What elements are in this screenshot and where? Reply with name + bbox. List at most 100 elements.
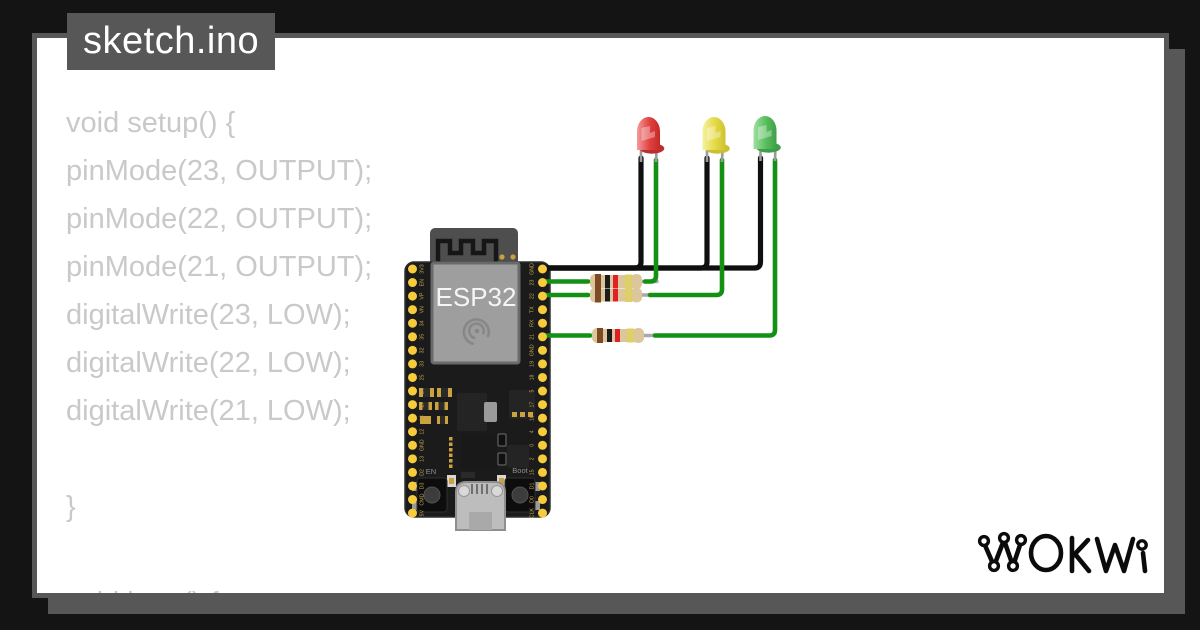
resistor-3[interactable] (592, 328, 644, 343)
pin-left-CMD[interactable] (408, 495, 417, 505)
file-tab-label: sketch.ino (83, 20, 260, 62)
pin-right-0[interactable] (538, 440, 547, 450)
code-line: pinMode(23, OUTPUT); (66, 155, 373, 187)
red-led-highlight (641, 126, 655, 141)
pin-label-21: 21 (529, 334, 535, 340)
pin-left-27[interactable] (408, 400, 417, 410)
pin-label-D3: D3 (419, 483, 425, 490)
pin-left-GND[interactable] (408, 440, 417, 450)
pin-label-VN: VN (419, 306, 425, 314)
resistor-1[interactable] (590, 274, 642, 289)
antenna-pad (499, 254, 505, 260)
code-line: digitalWrite(21, LOW); (66, 395, 351, 427)
pin-left-D3[interactable] (408, 481, 417, 491)
red-led-body (637, 117, 660, 150)
pin-label-25: 25 (419, 374, 425, 380)
yellow-led-highlight (707, 126, 721, 141)
pin-left-14[interactable] (408, 413, 417, 423)
pin-label-17: 17 (529, 402, 535, 408)
code-line: digitalWrite(23, LOW); (66, 299, 351, 331)
file-tab[interactable]: sketch.ino (67, 13, 276, 70)
pin-right-5[interactable] (538, 386, 547, 396)
logo-o (1028, 533, 1064, 573)
pin-left-3V3[interactable] (408, 264, 417, 274)
logo-w2 (1094, 536, 1136, 574)
wire-gnd-to-red-cathode[interactable] (543, 155, 644, 271)
pin-right-23[interactable] (538, 278, 547, 288)
pin-left-26[interactable] (408, 386, 417, 396)
green-led-body (753, 116, 777, 149)
pin-right-GND[interactable] (538, 345, 547, 355)
pin-left-32[interactable] (408, 345, 417, 355)
pin-left-13[interactable] (408, 454, 417, 464)
pin-label-22: 22 (529, 293, 535, 299)
pin-label-TX: TX (529, 306, 535, 313)
pin-right-D0[interactable] (538, 495, 547, 505)
resistor-2[interactable] (590, 287, 642, 303)
wires (543, 155, 778, 338)
pin-right-15[interactable] (538, 467, 547, 477)
wire-gnd-to-green-cathode[interactable] (543, 155, 764, 271)
pin-left-D2[interactable] (408, 467, 417, 477)
pin-right-19[interactable] (538, 359, 547, 369)
usb-connector (455, 481, 506, 531)
wire-resistor1-to-red-anode[interactable] (642, 157, 659, 284)
pin-label-19: 19 (529, 361, 535, 367)
pin-right-2[interactable] (538, 454, 547, 464)
green-led[interactable] (753, 116, 781, 162)
pin-label-35: 35 (419, 334, 425, 340)
esp32-label: ESP32 (436, 282, 517, 312)
code-snippet: void setup() {pinMode(23, OUTPUT);pinMod… (66, 99, 373, 593)
pin-label-13: 13 (419, 456, 425, 462)
pin-right-GND[interactable] (538, 264, 547, 274)
wire-resistor3-to-green-anode[interactable] (652, 157, 778, 338)
pin-label-26: 26 (419, 388, 425, 394)
en-button[interactable] (412, 477, 448, 513)
pin-right-22[interactable] (538, 291, 547, 301)
logo-k (1069, 535, 1092, 574)
pin-headers: 3V3ENVPVN343532332526271412GND13D2D3CMD5… (408, 263, 547, 518)
espressif-logo-icon (462, 318, 490, 346)
pin-label-5V: 5V (419, 509, 425, 516)
pin-label-GND: GND (529, 344, 535, 356)
pin-left-25[interactable] (408, 372, 417, 382)
esp32-board[interactable]: ESP32 (404, 228, 551, 531)
logo-i (1140, 550, 1148, 574)
pin-label-CLK: CLK (529, 507, 535, 518)
rf-shield (430, 261, 521, 365)
yellow-led[interactable] (702, 117, 730, 163)
pin-right-RX[interactable] (538, 318, 547, 328)
wire-resistor2-to-yellow-anode[interactable] (647, 157, 725, 298)
pin-left-5V[interactable] (408, 508, 417, 518)
pin-right-18[interactable] (538, 372, 547, 382)
pin-right-21[interactable] (538, 332, 547, 342)
pin-left-VP[interactable] (408, 291, 417, 301)
pin-right-17[interactable] (538, 400, 547, 410)
pin-left-12[interactable] (408, 427, 417, 437)
pin-left-34[interactable] (408, 318, 417, 328)
pin-left-35[interactable] (408, 332, 417, 342)
pin-right-16[interactable] (538, 413, 547, 423)
pin-left-EN[interactable] (408, 278, 417, 288)
wokwi-logo: WOKWI (977, 531, 1148, 574)
pin-label-14: 14 (419, 415, 425, 421)
pin-label-16: 16 (529, 415, 535, 421)
pin-label-18: 18 (529, 374, 535, 380)
pin-label-D2: D2 (419, 469, 425, 476)
pin-label-33: 33 (419, 361, 425, 367)
usb-uart-chip (461, 433, 497, 468)
red-led[interactable] (637, 117, 665, 163)
pin-left-33[interactable] (408, 359, 417, 369)
pin-right-CLK[interactable] (538, 508, 547, 518)
pin-label-RX: RX (529, 319, 535, 327)
code-line: pinMode(22, OUTPUT); (66, 203, 373, 235)
pin-label-GND: GND (419, 439, 425, 451)
boot-button[interactable] (504, 477, 540, 513)
pin-left-VN[interactable] (408, 305, 417, 315)
wire-gnd-to-yellow-cathode[interactable] (543, 155, 710, 271)
pin-right-4[interactable] (538, 427, 547, 437)
resistors (590, 274, 644, 343)
pin-right-D1[interactable] (538, 481, 547, 491)
pin-right-TX[interactable] (538, 305, 547, 315)
